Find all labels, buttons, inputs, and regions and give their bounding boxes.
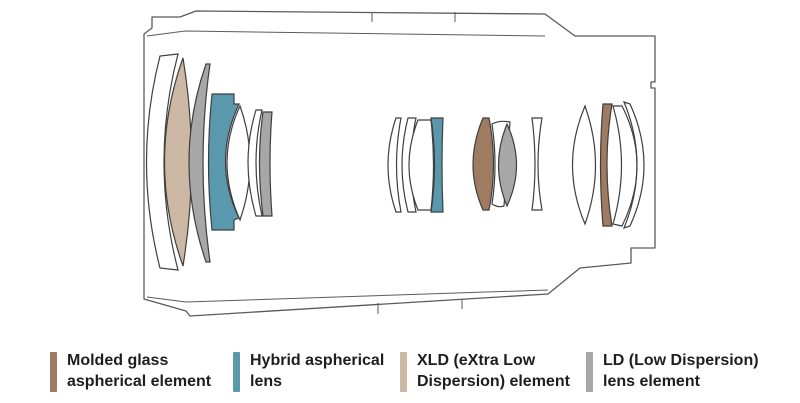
ld-element-front	[188, 63, 211, 263]
legend-xld-line1: XLD (eXtra Low	[417, 352, 536, 369]
ld-swatch	[586, 352, 593, 392]
lens-element-g2a	[387, 117, 402, 213]
legend-hybrid-line1: Hybrid aspherical	[250, 352, 385, 369]
legend-molded-line2: aspherical element	[67, 373, 212, 390]
ld-element-g3	[497, 122, 518, 208]
xld-element	[163, 57, 193, 267]
ld-element-g1	[258, 111, 273, 217]
molded-swatch	[50, 352, 57, 392]
hybrid-aspherical-element-2	[430, 117, 444, 213]
legend-label-ld: LD (Low Dispersion) lens element	[603, 350, 759, 392]
lens-element-g4a	[571, 104, 597, 226]
lens-element-g3b	[531, 117, 543, 211]
lens-element-g1b	[247, 109, 263, 217]
lens-barrel-outline	[143, 10, 656, 317]
legend-ld-line1: LD (Low Dispersion)	[603, 352, 759, 369]
legend-label-molded: Molded glass aspherical element	[67, 350, 211, 392]
molded-aspherical-element-rear	[599, 103, 613, 227]
lens-element-g4b	[612, 105, 638, 227]
legend-hybrid-line2: lens	[250, 373, 283, 390]
legend-molded-line1: Molded glass	[67, 352, 169, 369]
molded-aspherical-element	[472, 117, 495, 211]
legend-ld-line2: lens element	[603, 373, 700, 390]
xld-swatch	[400, 352, 407, 392]
lens-element-g4c	[622, 101, 645, 229]
lens-construction-diagram	[143, 10, 656, 317]
legend-xld-line2: Dispersion) element	[417, 373, 570, 390]
front-lens-outline	[145, 53, 179, 271]
lens-barrel-inner-line	[146, 30, 549, 303]
legend-label-xld: XLD (eXtra Low Dispersion) element	[417, 350, 570, 392]
legend: Molded glass aspherical element Hybrid a…	[0, 340, 800, 403]
legend-label-hybrid: Hybrid aspherical lens	[250, 350, 384, 392]
hybrid-swatch	[233, 352, 240, 392]
lens-diagram-svg	[143, 10, 656, 317]
lens-element-g1	[226, 104, 251, 222]
